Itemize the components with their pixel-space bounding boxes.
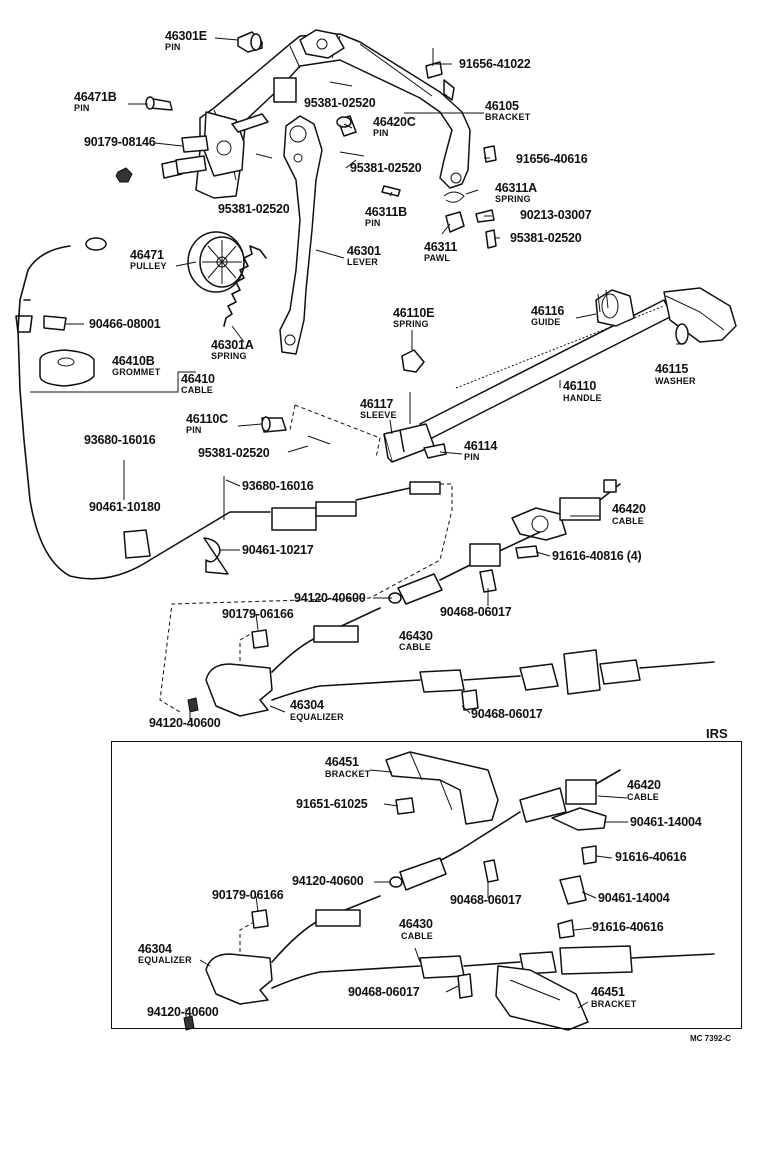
label-46311-number: 46311 <box>424 240 458 254</box>
label-46471-number: 46471 <box>130 248 164 262</box>
irs-label-46304-number: 46304 <box>138 942 172 956</box>
irs-label-91616-40616-b: 91616-40616 <box>592 920 664 934</box>
label-46115-number: 46115 <box>655 362 689 376</box>
label-46410-number: 46410 <box>181 372 215 386</box>
irs-label-91651-61025: 91651-61025 <box>296 797 368 811</box>
label-93680-16016-a: 93680-16016 <box>84 433 156 447</box>
label-46117-number: 46117 <box>360 397 394 411</box>
label-90468-06017-b: 90468-06017 <box>471 707 543 721</box>
label-46311B-number: 46311B <box>365 205 407 219</box>
irs-label-91616-40616-a: 91616-40616 <box>615 850 687 864</box>
label-46304-number: 46304 <box>290 698 324 712</box>
irs-label-94120-40600-b: 94120-40600 <box>147 1005 219 1019</box>
irs-label-46430-name: CABLE <box>401 931 433 941</box>
label-46311-name: PAWL <box>424 253 451 263</box>
irs-subassembly-frame <box>111 741 742 1029</box>
irs-label-46451-b-number: 46451 <box>591 985 625 999</box>
label-91656-41022: 91656-41022 <box>459 57 531 71</box>
label-46301A-number: 46301A <box>211 338 254 352</box>
label-90461-10180: 90461-10180 <box>89 500 161 514</box>
irs-label-94120-40600-a: 94120-40600 <box>292 874 364 888</box>
label-46471B-number: 46471B <box>74 90 117 104</box>
irs-label-46420-number: 46420 <box>627 778 661 792</box>
irs-label-90468-06017-b: 90468-06017 <box>348 985 420 999</box>
irs-label-46451-b-name: BRACKET <box>591 999 637 1009</box>
label-46110-name: HANDLE <box>563 393 602 403</box>
label-46304-name: EQUALIZER <box>290 712 344 722</box>
irs-label-46451-a-number: 46451 <box>325 755 359 769</box>
label-46430-number: 46430 <box>399 629 433 643</box>
label-46410B-number: 46410B <box>112 354 155 368</box>
label-95381-02520-c: 95381-02520 <box>218 202 290 216</box>
irs-label-46420-name: CABLE <box>627 792 659 802</box>
label-46410B-name: GROMMET <box>112 367 161 377</box>
label-46420-name: CABLE <box>612 516 644 526</box>
label-46311B-name: PIN <box>365 218 381 228</box>
irs-label-90461-14004-a: 90461-14004 <box>630 815 702 829</box>
label-46116-number: 46116 <box>531 304 565 318</box>
label-46110C-name: PIN <box>186 425 202 435</box>
footer-drawing-code: MC 7392-C <box>690 1034 731 1043</box>
label-46110C-number: 46110C <box>186 412 228 426</box>
irs-label-90461-14004-b: 90461-14004 <box>598 891 670 905</box>
label-46105-name: BRACKET <box>485 112 531 122</box>
label-95381-02520-a: 95381-02520 <box>304 96 376 110</box>
label-90461-10217: 90461-10217 <box>242 543 314 557</box>
label-46116-name: GUIDE <box>531 317 561 327</box>
bracket-46105-drawing <box>161 29 471 199</box>
label-90179-06166: 90179-06166 <box>222 607 294 621</box>
label-46110-number: 46110 <box>563 379 597 393</box>
label-91616-40816: 91616-40816 (4) <box>552 549 642 563</box>
dashed-guides-upper <box>159 404 453 713</box>
section-label-irs: IRS <box>706 726 728 741</box>
label-91656-40616: 91656-40616 <box>516 152 588 166</box>
label-46420C-name: PIN <box>373 128 389 138</box>
label-46117-name: SLEEVE <box>360 410 397 420</box>
label-46471-name: PULLEY <box>130 261 167 271</box>
label-46110E-name: SPRING <box>393 319 429 329</box>
irs-label-90468-06017-a: 90468-06017 <box>450 893 522 907</box>
label-90468-06017-a: 90468-06017 <box>440 605 512 619</box>
label-94120-40600-b: 94120-40600 <box>149 716 221 730</box>
label-46114-number: 46114 <box>464 439 498 453</box>
label-46471B-name: PIN <box>74 103 90 113</box>
label-46105-number: 46105 <box>485 99 519 113</box>
label-46420-number: 46420 <box>612 502 646 516</box>
label-46301-name: LEVER <box>347 257 379 267</box>
label-46114-name: PIN <box>464 452 480 462</box>
label-46410-name: CABLE <box>181 385 213 395</box>
cable-46420-drawing <box>388 479 621 605</box>
label-46301E-name: PIN <box>165 42 181 52</box>
label-46301A-name: SPRING <box>211 351 247 361</box>
label-46311A-number: 46311A <box>495 181 537 195</box>
label-46110E-number: 46110E <box>393 306 435 320</box>
irs-label-46430-number: 46430 <box>399 917 433 931</box>
handle-46110-drawing <box>261 287 737 463</box>
label-95381-02520-b: 95381-02520 <box>350 161 422 175</box>
label-90466-08001: 90466-08001 <box>89 317 161 331</box>
equalizer-46304-drawing <box>187 607 715 717</box>
pulley-spring-drawing <box>187 231 267 327</box>
label-95381-02520-e: 95381-02520 <box>198 446 270 460</box>
lever-46301-drawing <box>231 113 323 355</box>
label-90179-08146: 90179-08146 <box>84 135 156 149</box>
label-94120-40600-a: 94120-40600 <box>294 591 366 605</box>
label-46115-name: WASHER <box>655 376 696 386</box>
leader-lines <box>30 37 682 1018</box>
label-93680-16016-b: 93680-16016 <box>242 479 314 493</box>
label-46430-name: CABLE <box>399 642 431 652</box>
irs-label-46304-name: EQUALIZER <box>138 955 192 965</box>
label-95381-02520-d: 95381-02520 <box>510 231 582 245</box>
cable-46410-drawing <box>15 237 441 580</box>
irs-drawing <box>183 751 715 1031</box>
label-46301E-number: 46301E <box>165 29 207 43</box>
label-46311A-name: SPRING <box>495 194 531 204</box>
irs-label-46451-a-name: BRACKET <box>325 769 371 779</box>
label-46301-number: 46301 <box>347 244 381 258</box>
label-90213-03007: 90213-03007 <box>520 208 592 222</box>
irs-label-90179-06166: 90179-06166 <box>212 888 284 902</box>
label-46420C-number: 46420C <box>373 115 416 129</box>
